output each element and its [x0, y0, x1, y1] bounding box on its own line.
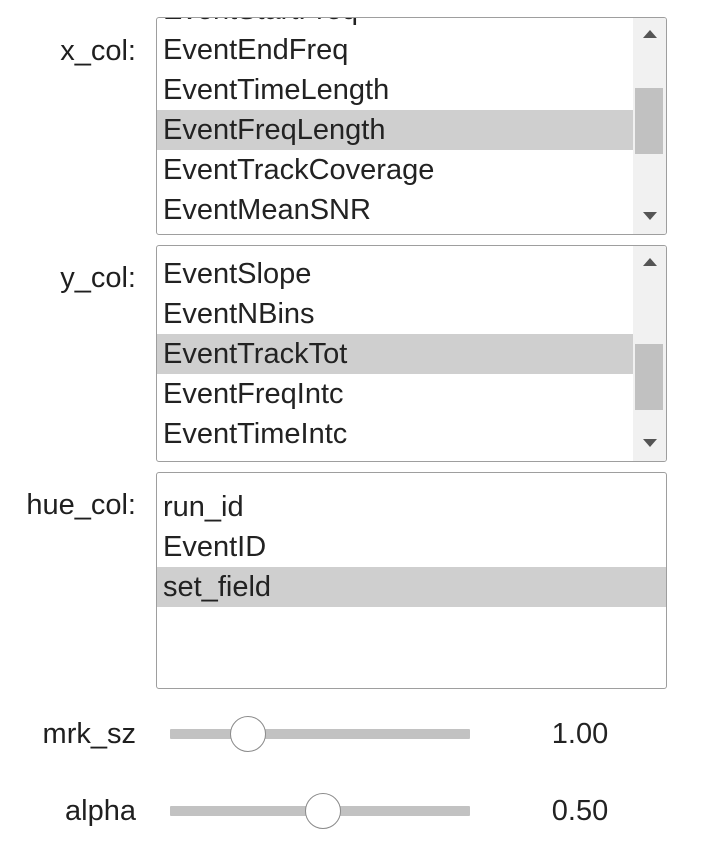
hue-col-label: hue_col: [26, 489, 136, 521]
mrk-sz-slider-track[interactable] [170, 729, 470, 739]
x-col-viewport: EventStartFreq EventEndFreq EventTimeLen… [157, 18, 633, 234]
y-col-option[interactable]: EventSlope [163, 258, 312, 290]
y-col-option-selected[interactable]: EventTrackTot [157, 334, 633, 374]
alpha-slider-handle[interactable] [305, 793, 341, 829]
x-col-scroll-thumb[interactable] [635, 88, 663, 154]
hue-col-option[interactable]: run_id [163, 491, 244, 523]
x-col-option[interactable]: EventTrackCoverage [163, 154, 435, 186]
x-col-option[interactable]: EventEndFreq [163, 34, 349, 66]
mrk-sz-value: 1.00 [551, 718, 609, 750]
hue-col-listbox[interactable]: run_id EventID set_field [156, 472, 667, 689]
x-col-scrollbar[interactable] [633, 18, 666, 234]
alpha-label: alpha [65, 795, 136, 827]
y-col-label: y_col: [60, 262, 136, 294]
hue-col-option[interactable]: EventID [163, 531, 267, 563]
y-col-scroll-thumb[interactable] [635, 344, 663, 410]
y-col-option[interactable]: EventNBins [163, 298, 315, 330]
scroll-down-arrow-icon[interactable] [643, 212, 657, 220]
x-col-label: x_col: [60, 35, 136, 67]
x-col-option[interactable]: EventMeanSNR [163, 194, 371, 226]
y-col-option[interactable]: EventFreqIntc [163, 378, 344, 410]
x-col-option[interactable]: EventStartFreq [157, 18, 633, 30]
alpha-value: 0.50 [551, 795, 609, 827]
y-col-viewport: EventSlope EventNBins EventTrackTot Even… [157, 246, 633, 461]
x-col-option-selected[interactable]: EventFreqLength [157, 110, 633, 150]
y-col-option[interactable]: EventTimeIntc [163, 418, 348, 450]
hue-col-option-selected[interactable]: set_field [157, 567, 666, 607]
y-col-options: EventSlope EventNBins EventTrackTot Even… [157, 254, 633, 454]
x-col-listbox[interactable]: EventStartFreq EventEndFreq EventTimeLen… [156, 17, 667, 235]
hue-col-options: run_id EventID set_field [157, 487, 666, 607]
y-col-scrollbar[interactable] [633, 246, 666, 461]
x-col-option[interactable]: EventTimeLength [163, 74, 390, 106]
hue-col-viewport: run_id EventID set_field [157, 473, 666, 688]
y-col-listbox[interactable]: EventSlope EventNBins EventTrackTot Even… [156, 245, 667, 462]
x-col-options: EventStartFreq EventEndFreq EventTimeLen… [157, 18, 633, 230]
scroll-up-arrow-icon[interactable] [643, 258, 657, 266]
mrk-sz-label: mrk_sz [42, 718, 136, 750]
scroll-up-arrow-icon[interactable] [643, 30, 657, 38]
mrk-sz-slider-handle[interactable] [230, 716, 266, 752]
scroll-down-arrow-icon[interactable] [643, 439, 657, 447]
